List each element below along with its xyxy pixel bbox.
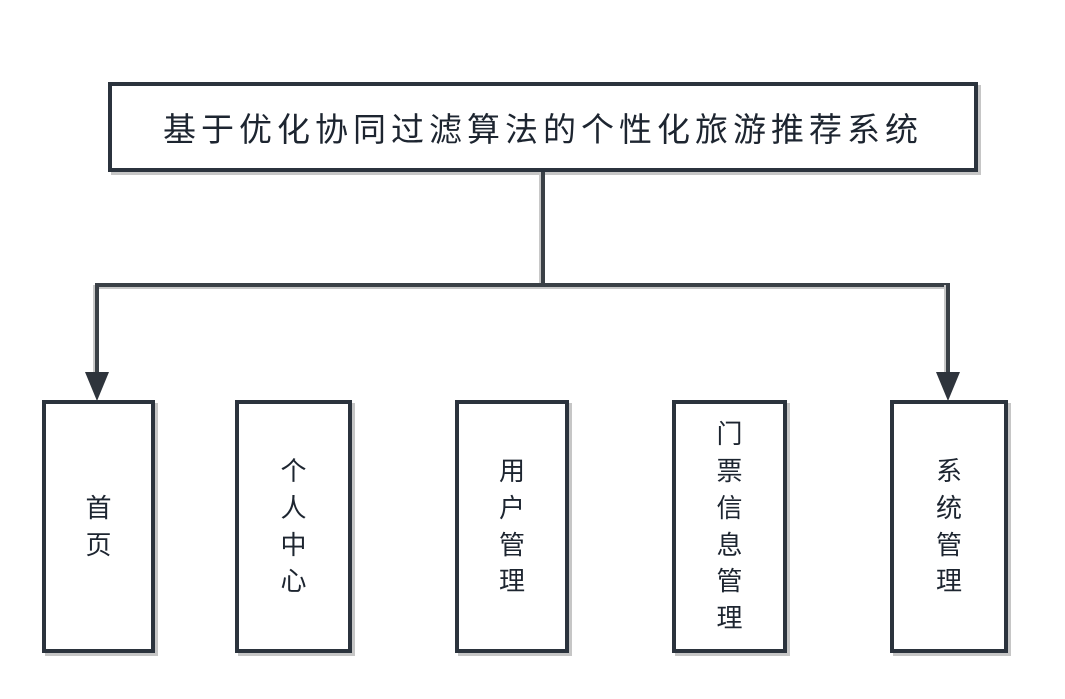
node-personal-center: 个人中心 — [235, 400, 352, 653]
node-ticket-info-management-label: 门票信息管理 — [716, 418, 743, 634]
node-system-management-label: 系统管理 — [935, 455, 962, 597]
arrowhead-right-icon — [936, 372, 960, 401]
node-home: 首页 — [42, 400, 155, 653]
connector-stem — [541, 172, 545, 287]
node-home-label: 首页 — [85, 492, 112, 560]
root-node: 基于优化协同过滤算法的个性化旅游推荐系统 — [108, 82, 978, 172]
node-user-management: 用户管理 — [455, 400, 569, 653]
arrowhead-left-icon — [85, 372, 109, 401]
node-user-management-label: 用户管理 — [498, 455, 525, 597]
connector-left-drop — [95, 285, 99, 375]
node-personal-center-label: 个人中心 — [280, 455, 307, 597]
node-system-management: 系统管理 — [890, 400, 1008, 653]
connector-right-drop — [946, 285, 950, 375]
connector-horizontal-rail — [95, 283, 950, 287]
node-ticket-info-management: 门票信息管理 — [672, 400, 787, 653]
root-node-label: 基于优化协同过滤算法的个性化旅游推荐系统 — [163, 111, 923, 148]
